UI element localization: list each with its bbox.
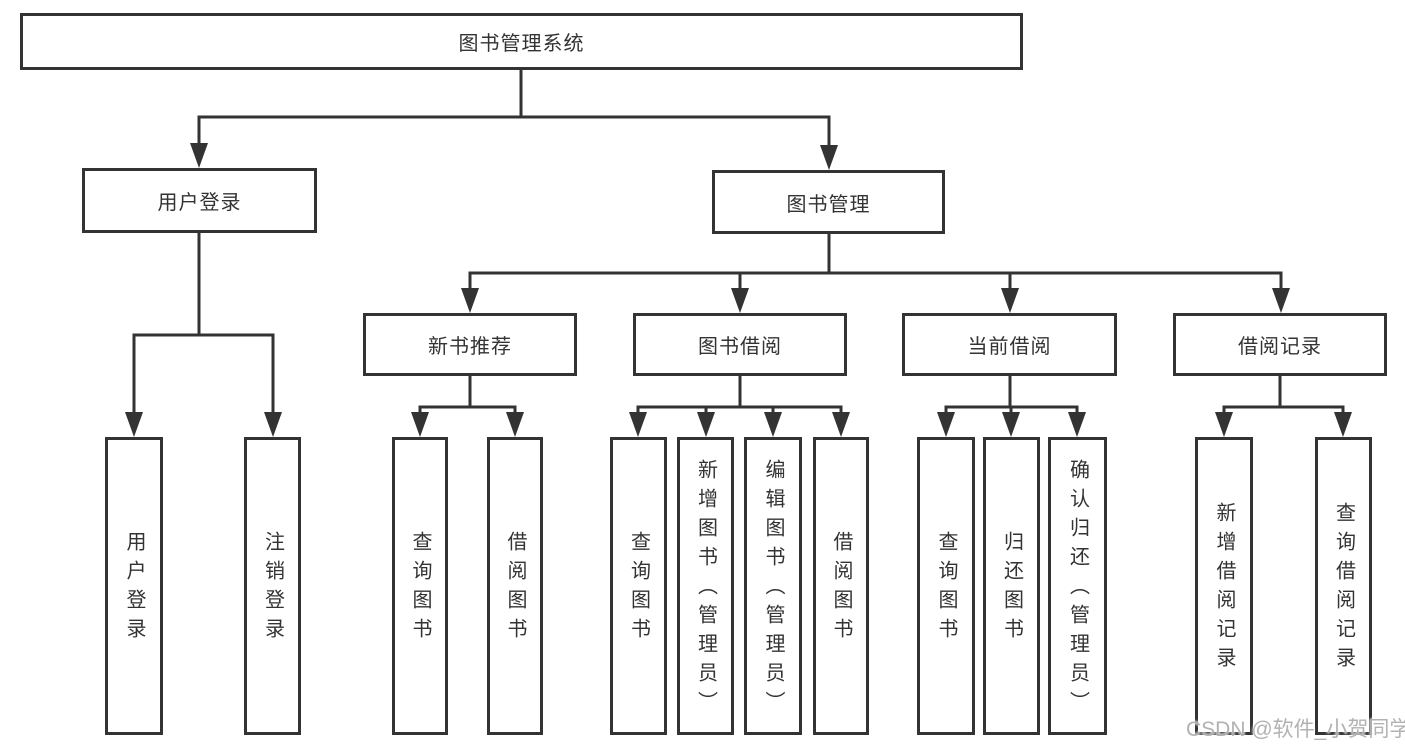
leaf-label: 新增图书（管理员）	[694, 458, 717, 720]
csdn-watermark: CSDN @软件_小贺同学	[1186, 718, 1405, 741]
leaf-add-borrow-record: 新增借阅记录	[1195, 437, 1253, 735]
leaf-logout: 注销登录	[244, 437, 301, 735]
arrowheads	[125, 143, 1352, 437]
leaf-label: 确认归还（管理员）	[1066, 458, 1089, 720]
node-borrow-records: 借阅记录	[1173, 313, 1387, 376]
leaf-edit-books-admin: 编辑图书（管理员）	[744, 437, 802, 735]
node-label: 当前借阅	[967, 336, 1052, 358]
leaf-label: 借阅图书	[830, 531, 852, 647]
leaf-confirm-return-admin: 确认归还（管理员）	[1048, 437, 1107, 735]
leaf-label: 查询图书	[409, 531, 431, 647]
node-book-borrow: 图书借阅	[633, 313, 847, 376]
node-root-system: 图书管理系统	[20, 13, 1023, 70]
leaf-label: 编辑图书（管理员）	[762, 458, 784, 720]
leaf-label: 用户登录	[123, 531, 145, 647]
node-user-login-branch: 用户登录	[82, 168, 317, 233]
leaf-label: 归还图书	[1000, 531, 1023, 647]
leaf-query-books-current: 查询图书	[917, 437, 975, 735]
node-label: 借阅记录	[1238, 336, 1322, 358]
node-label: 图书借阅	[698, 336, 782, 358]
node-root-label: 图书管理系统	[458, 33, 585, 55]
node-book-management-branch: 图书管理	[712, 170, 945, 234]
leaf-borrow-books: 借阅图书	[813, 437, 869, 735]
node-label: 图书管理	[786, 193, 871, 216]
leaf-label: 查询图书	[627, 531, 650, 647]
leaf-user-login: 用户登录	[105, 437, 163, 735]
node-label: 新书推荐	[428, 336, 512, 358]
leaf-label: 查询图书	[935, 531, 957, 647]
node-new-book-recommend: 新书推荐	[363, 313, 577, 376]
leaf-label: 新增借阅记录	[1213, 502, 1235, 676]
leaf-query-borrow-record: 查询借阅记录	[1315, 437, 1372, 735]
leaf-add-books-admin: 新增图书（管理员）	[677, 437, 734, 735]
leaf-query-books-borrow: 查询图书	[610, 437, 667, 735]
leaf-query-books-recommend: 查询图书	[392, 437, 448, 735]
leaf-label: 查询借阅记录	[1332, 502, 1355, 676]
leaf-return-books: 归还图书	[983, 437, 1040, 735]
leaf-borrow-books-recommend: 借阅图书	[487, 437, 543, 735]
leaf-label: 注销登录	[261, 531, 284, 647]
node-label: 用户登录	[157, 192, 242, 214]
node-current-borrow: 当前借阅	[902, 313, 1117, 376]
leaf-label: 借阅图书	[504, 531, 526, 647]
